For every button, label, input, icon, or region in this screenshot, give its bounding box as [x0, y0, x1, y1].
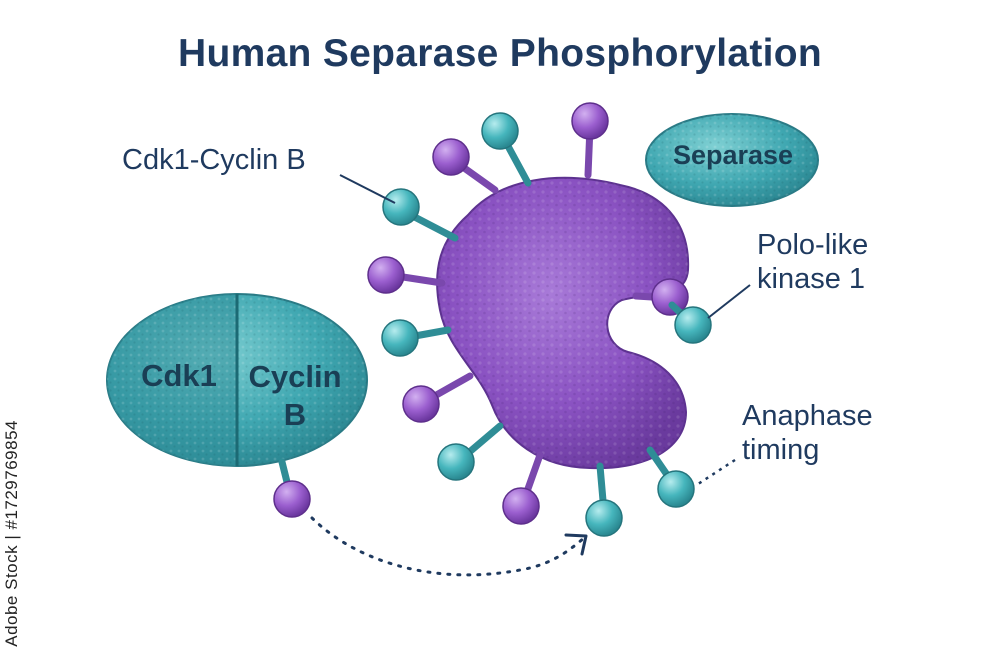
label-anaphase-line2: timing [742, 434, 820, 466]
cyclin-b-label: Cyclin B [240, 358, 350, 434]
separase-domain [645, 113, 819, 207]
phospho-site-3 [571, 102, 609, 179]
phospho-site-2 [481, 112, 532, 187]
cdk1-cyclin-b-leader [339, 174, 396, 204]
anaphase-leader [694, 458, 736, 488]
dotted-arrow-line [310, 516, 587, 577]
phospho-site-1 [432, 138, 499, 194]
phospho-site-4 [382, 188, 459, 242]
phospho-site-10 [585, 462, 623, 537]
phospho-site-12 [632, 278, 689, 316]
label-polo-like-kinase: Polo-like kinase 1 [757, 228, 868, 296]
separase-body [436, 176, 690, 470]
polo-like-kinase-leader [707, 284, 751, 319]
phospho-site-6 [381, 319, 452, 357]
phospho-site-7 [402, 372, 474, 423]
phospho-site-8 [437, 422, 504, 481]
arrowhead-icon [564, 533, 588, 556]
cdk1-cyclin-b-complex [106, 293, 368, 467]
label-anaphase-timing: Anaphase timing [742, 399, 873, 467]
label-cdk1-cyclin-b: Cdk1-Cyclin B [122, 144, 306, 176]
phospho-site-11 [646, 446, 695, 508]
phospho-site-9 [502, 451, 544, 525]
label-polo-like-kinase-line2: kinase 1 [757, 263, 866, 295]
page-title: Human Separase Phosphorylation [178, 32, 822, 75]
stock-watermark: Adobe Stock | #1729769854 [2, 420, 21, 647]
phospho-site-13 [668, 301, 712, 344]
complex-phospho-site [273, 458, 311, 518]
cyclin-label-line2: B [283, 397, 307, 432]
cdk1-label: Cdk1 [141, 358, 217, 393]
cyclin-label-line1: Cyclin [248, 359, 342, 394]
separase-label: Separase [672, 140, 794, 170]
label-polo-like-kinase-line1: Polo-like [757, 229, 869, 261]
label-anaphase-line1: Anaphase [742, 400, 873, 432]
phospho-site-5 [367, 256, 446, 294]
